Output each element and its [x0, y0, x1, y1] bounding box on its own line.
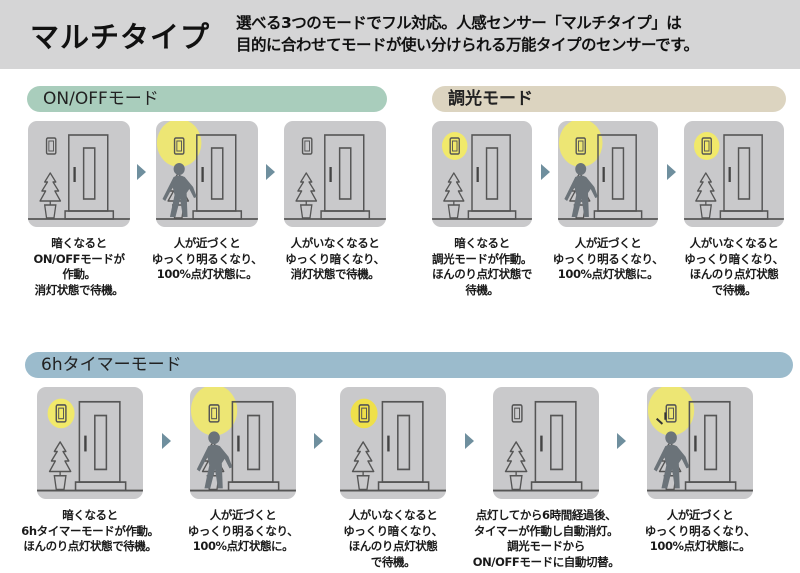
page-title: マルチタイプ [30, 20, 211, 54]
description-line-2: 目的に合わせてモードが使い分けられる万能タイプのセンサーです。 [236, 36, 699, 54]
dimming-step-3-caption: 人がいなくなるとゆっくり暗くなり、ほんのり点灯状態で待機。 [684, 236, 784, 297]
timer-step-5-caption: 人が近づくとゆっくり明るくなり、100%点灯状態に。 [644, 508, 756, 553]
onoff-step-3-illustration [284, 121, 386, 227]
timer-step-3-illustration [340, 387, 446, 499]
timer-step-1-illustration [37, 387, 143, 499]
arrow-right-icon [541, 164, 550, 180]
description-line-1: 選べる3つのモードでフル対応。人感センサー「マルチタイプ」は [236, 14, 682, 32]
onoff-step-2-caption: 人が近づくとゆっくり明るくなり、100%点灯状態に。 [151, 236, 263, 281]
header-band: マルチタイプ 選べる3つのモードでフル対応。人感センサー「マルチタイプ」は 目的… [0, 0, 800, 69]
timer-step-3-caption: 人がいなくなるとゆっくり暗くなり、ほんのり点灯状態で待機。 [343, 508, 443, 569]
onoff-step-3-caption: 人がいなくなるとゆっくり暗くなり、消灯状態で待機。 [285, 236, 385, 281]
timer-step-2-illustration [190, 387, 296, 499]
mode-header-timer: 6hタイマーモード [25, 352, 793, 378]
arrow-right-icon [314, 433, 323, 449]
timer-step-4-illustration [493, 387, 599, 499]
arrow-right-icon [617, 433, 626, 449]
dimming-step-1-caption: 暗くなると調光モードが作動。ほんのり点灯状態で待機。 [432, 236, 532, 297]
dimming-step-1-illustration [432, 121, 532, 227]
onoff-step-1-illustration [28, 121, 130, 227]
mode-header-dimming: 調光モード [432, 86, 786, 112]
arrow-right-icon [266, 164, 275, 180]
arrow-right-icon [465, 433, 474, 449]
arrow-right-icon [137, 164, 146, 180]
mode-header-onoff: ON/OFFモード [27, 86, 387, 112]
arrow-right-icon [162, 433, 171, 449]
dimming-step-3-illustration [684, 121, 784, 227]
dimming-step-2-caption: 人が近づくとゆっくり明るくなり、100%点灯状態に。 [552, 236, 664, 281]
onoff-step-2-illustration [156, 121, 258, 227]
header-description: 選べる3つのモードでフル対応。人感センサー「マルチタイプ」は 目的に合わせてモー… [236, 12, 699, 56]
dimming-step-2-illustration [558, 121, 658, 227]
timer-step-2-caption: 人が近づくとゆっくり明るくなり、100%点灯状態に。 [187, 508, 299, 553]
arrow-right-icon [667, 164, 676, 180]
timer-step-5-illustration [647, 387, 753, 499]
